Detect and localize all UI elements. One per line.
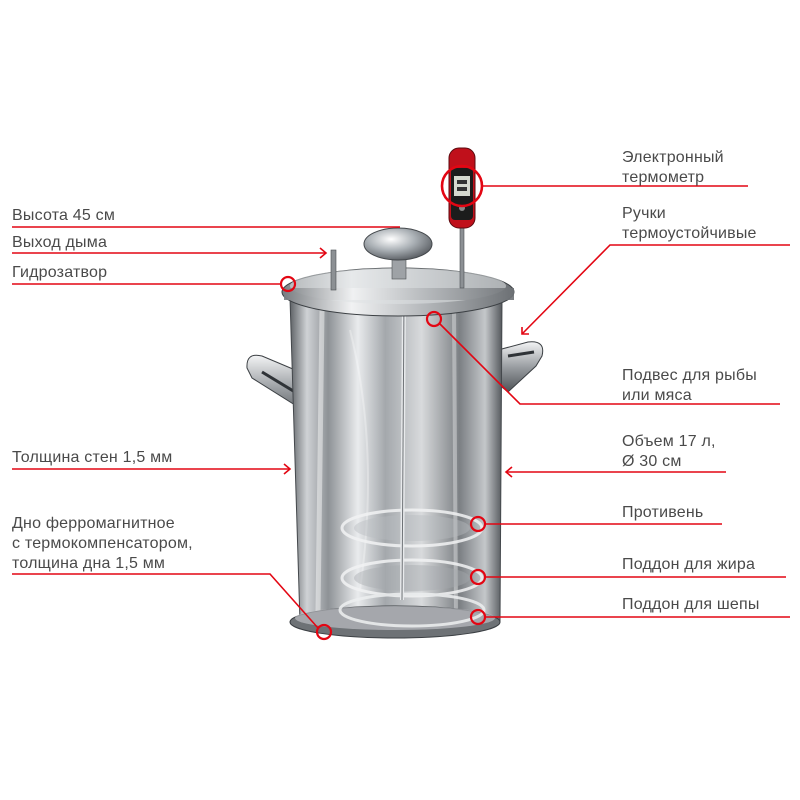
label-bottom: Дно ферромагнитное с термокомпенсатором,… bbox=[12, 515, 193, 572]
label-height: Высота 45 см bbox=[12, 207, 116, 224]
label-hanger: Подвес для рыбы или мяса bbox=[622, 367, 757, 404]
trays bbox=[338, 508, 486, 628]
label-volume: Объем 17 л, Ø 30 см bbox=[622, 433, 716, 470]
label-water-seal: Гидрозатвор bbox=[12, 264, 108, 281]
right-handle bbox=[497, 341, 544, 393]
callout-markers bbox=[279, 164, 487, 641]
label-thermometer: Электронный термометр bbox=[622, 149, 724, 186]
label-fat-pan: Поддон для жира bbox=[622, 556, 756, 573]
smoke-outlet-pipe bbox=[330, 249, 337, 291]
label-tray: Противень bbox=[622, 504, 704, 521]
smokehouse-pot bbox=[246, 225, 544, 639]
label-chip-pan: Поддон для шепы bbox=[622, 596, 760, 613]
label-handles: Ручки термоустойчивые bbox=[622, 205, 757, 242]
callout-lines bbox=[12, 185, 790, 629]
label-wall-thickness: Толщина стен 1,5 мм bbox=[12, 449, 173, 466]
label-smoke-outlet: Выход дыма bbox=[12, 234, 108, 251]
thermometer-icon bbox=[448, 147, 476, 229]
lid-knob bbox=[363, 227, 433, 261]
